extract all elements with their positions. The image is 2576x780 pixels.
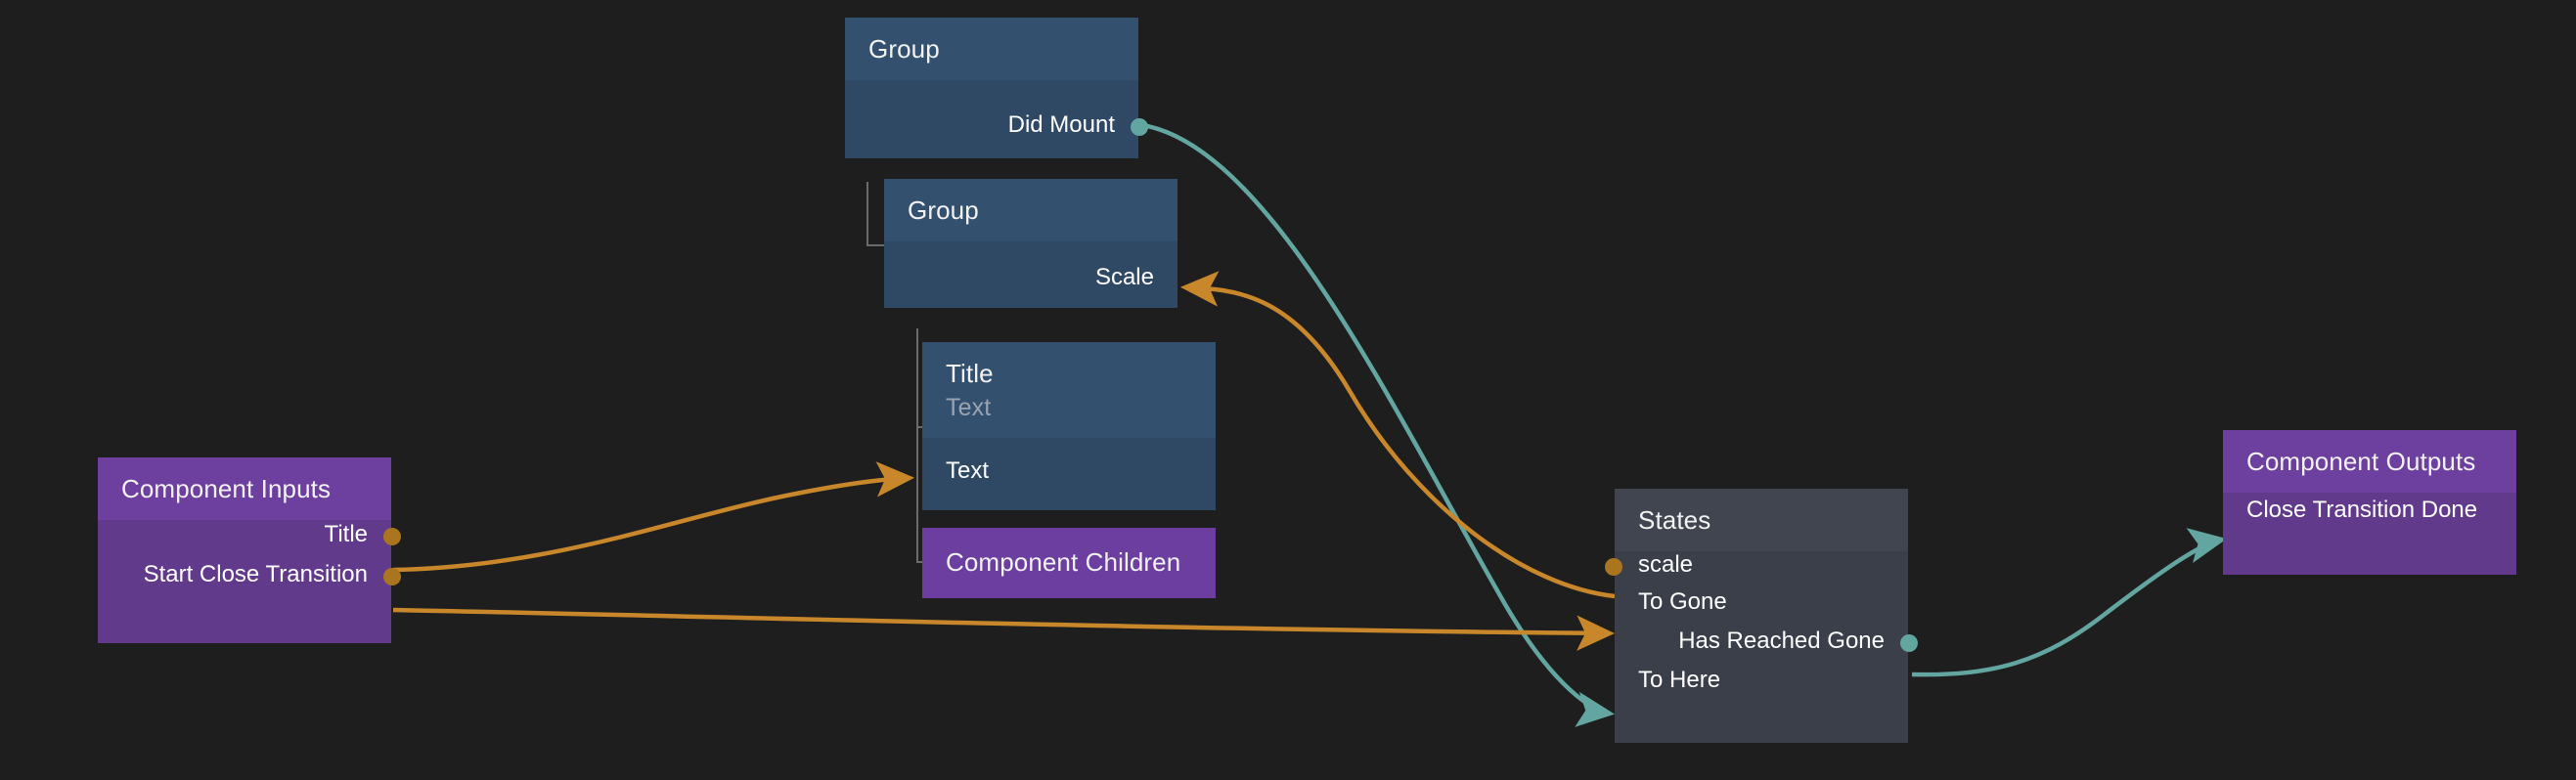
port-label: Has Reached Gone — [1678, 627, 1885, 654]
port-did-mount[interactable]: Did Mount — [845, 106, 1148, 145]
wire-start-close-to-gone — [392, 607, 1616, 651]
wire-reached-gone-to-done — [1911, 528, 2227, 677]
wire-title-to-text — [392, 461, 915, 573]
node-subtitle-text: Text — [946, 393, 992, 421]
port-dot-orange-icon[interactable] — [1601, 554, 1626, 580]
port-text[interactable]: Text — [922, 452, 1216, 491]
node-title: Group — [845, 18, 1138, 80]
port-close-transition-done[interactable]: Close Transition Done — [2223, 491, 2516, 530]
node-states[interactable]: States scale To Gone Has Reached Gone To… — [1605, 489, 1918, 743]
node-title: States — [1615, 489, 1908, 551]
port-to-gone[interactable]: To Gone — [1615, 583, 1908, 622]
node-title-text: Component Inputs — [121, 474, 332, 503]
port-label: Title — [324, 520, 368, 547]
node-group-child[interactable]: Group Scale — [884, 179, 1177, 308]
node-title-text: Component Outputs — [2246, 447, 2476, 476]
tree-guide-branch-1 — [866, 244, 886, 246]
tree-guide-vertical-1 — [866, 182, 868, 246]
port-label: Did Mount — [1007, 110, 1115, 138]
port-has-reached-gone[interactable]: Has Reached Gone — [1615, 622, 1918, 661]
node-title: Group — [884, 179, 1177, 241]
port-label: Close Transition Done — [2246, 496, 2478, 523]
node-body: Title Start Close Transition — [98, 519, 401, 643]
port-dot-teal-icon[interactable] — [1896, 630, 1922, 656]
port-scale-in[interactable]: scale — [1605, 545, 1908, 585]
port-start-close-transition-out[interactable]: Start Close Transition — [98, 555, 401, 594]
port-dot-orange-icon[interactable] — [379, 524, 405, 549]
node-title-text: States — [1638, 505, 1711, 535]
node-body: scale To Gone Has Reached Gone To Here — [1605, 550, 1918, 743]
port-label: Start Close Transition — [143, 560, 368, 587]
node-title-text: Component Children — [946, 547, 1181, 578]
port-dot-orange-icon[interactable] — [379, 564, 405, 589]
port-label: Text — [946, 456, 990, 484]
node-body: Did Mount — [845, 79, 1148, 158]
node-title: Component Inputs — [98, 457, 391, 520]
node-body: Scale — [884, 240, 1177, 308]
node-component-inputs[interactable]: Component Inputs Title Start Close Trans… — [98, 457, 401, 643]
node-title-component[interactable]: Title Text Text — [922, 342, 1216, 510]
node-group-root[interactable]: Group Did Mount — [845, 18, 1148, 158]
node-body: Close Transition Done — [2223, 491, 2516, 575]
wire-scale-to-group — [1179, 271, 1616, 599]
node-title-text: Title — [946, 359, 994, 388]
port-label: To Gone — [1638, 587, 1727, 615]
node-title-text: Group — [868, 34, 940, 64]
node-title: Component Outputs — [2223, 430, 2516, 493]
node-title: Component Children — [922, 528, 1216, 598]
node-title: Title Text — [922, 342, 1216, 438]
port-dot-teal-icon[interactable] — [1127, 114, 1152, 140]
node-component-outputs[interactable]: Component Outputs Close Transition Done — [2223, 430, 2516, 575]
node-body: Text — [922, 437, 1216, 510]
tree-guide-vertical-2 — [916, 328, 918, 563]
node-title-text: Group — [908, 195, 979, 225]
port-title-out[interactable]: Title — [98, 515, 401, 554]
port-label: scale — [1638, 550, 1694, 578]
port-scale[interactable]: Scale — [884, 258, 1177, 297]
node-component-children[interactable]: Component Children — [922, 528, 1216, 598]
port-label: To Here — [1638, 666, 1721, 693]
port-label: Scale — [1094, 263, 1154, 290]
port-to-here[interactable]: To Here — [1615, 661, 1908, 700]
